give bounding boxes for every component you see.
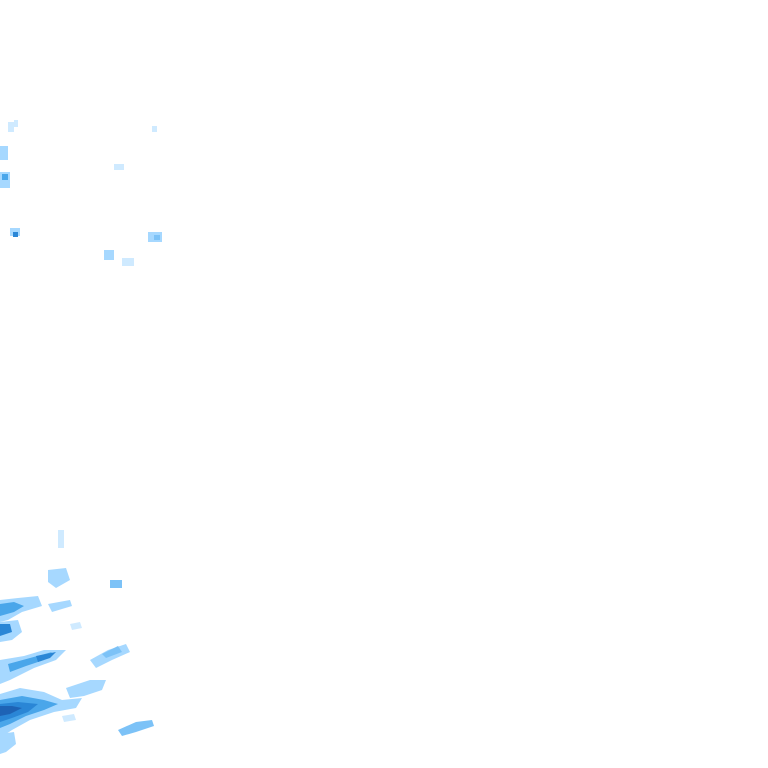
echo-cluster-top-left [0,120,162,266]
rain-echo-patch [48,600,72,612]
rain-echo-patch [110,580,122,588]
rain-echo-patch [0,624,12,636]
rain-echo-patch [62,714,76,722]
rain-echo-patch [8,122,14,132]
rain-echo-patch [152,126,157,132]
rain-echo-patch [0,650,66,684]
rain-echo-patch [114,164,124,170]
rain-echo-patch [118,720,154,736]
rain-echo-patch [0,146,8,160]
rain-echo-patch [70,622,82,630]
rain-echo-patch [0,732,16,754]
rain-echo-patch [58,530,64,548]
rain-echo-patch [66,680,106,698]
rain-echo-patch [2,174,8,180]
rain-echo-patch [14,120,18,127]
rain-echo-patch [48,568,70,588]
rain-echo-patch [154,235,160,240]
rain-echo-patch [36,652,56,662]
rain-echo-patch [0,602,24,616]
rain-echo-patch [0,706,22,716]
echo-cluster-bottom-left [0,530,154,754]
rain-echo-patch [122,258,134,266]
rain-echo-patch [13,232,18,237]
rain-echo-patch [102,646,122,658]
rain-echo-patch [104,250,114,260]
